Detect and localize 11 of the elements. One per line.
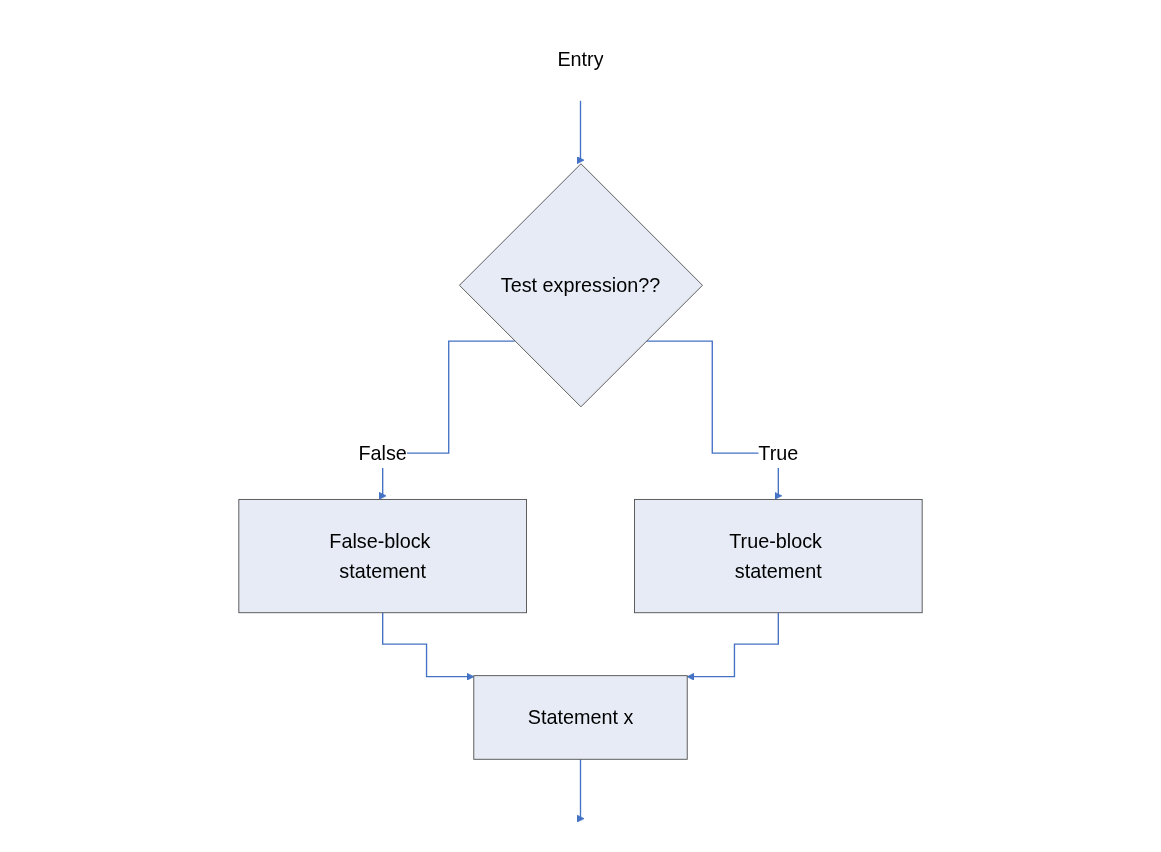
arrow xyxy=(576,100,585,165)
arrow xyxy=(576,758,585,823)
node-box: False-block statement xyxy=(238,499,527,614)
edge-label: True xyxy=(758,441,799,465)
arrow xyxy=(686,612,779,681)
node-diamond: Test expression?? xyxy=(458,163,703,408)
arrow xyxy=(382,612,475,681)
node-text: Entry xyxy=(557,47,604,71)
node-box: True-block statement xyxy=(634,499,923,614)
edge-label: False xyxy=(358,441,407,465)
node-box: Statement x xyxy=(473,675,688,760)
